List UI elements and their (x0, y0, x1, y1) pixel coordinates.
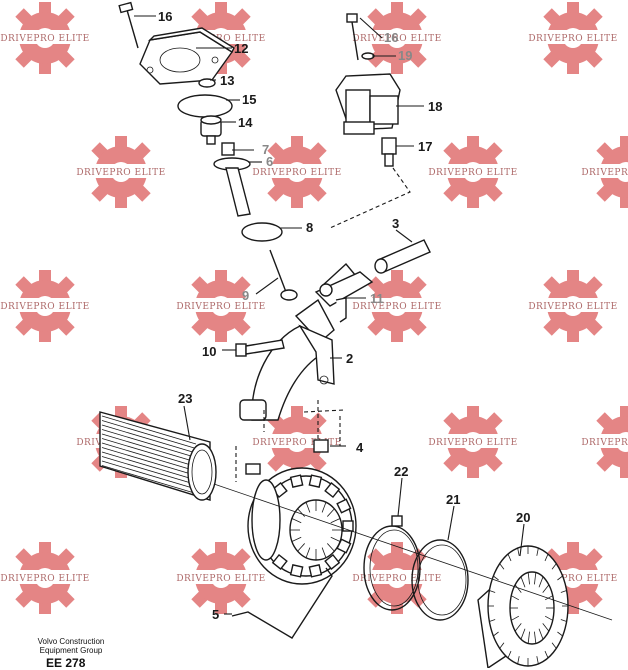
splined-shaft-23 (99, 411, 217, 501)
watermark-gear-icon: DRIVEPRO ELITE (0, 542, 89, 614)
watermark-text: DRIVEPRO ELITE (0, 574, 89, 584)
watermark-gear-icon: DRIVEPRO ELITE (581, 406, 628, 478)
callout-10: 10 (202, 344, 216, 359)
watermark-text: DRIVEPRO ELITE (0, 302, 89, 312)
callout-5: 5 (212, 607, 219, 622)
shift-fork-2 (239, 298, 335, 421)
watermark-text: DRIVEPRO ELITE (352, 302, 441, 312)
watermark-gear-icon: DRIVEPRO ELITE (252, 136, 341, 208)
watermark-gear-icon: DRIVEPRO ELITE (528, 542, 617, 614)
watermark-gear-icon: DRIVEPRO ELITE (352, 270, 441, 342)
watermark-text: DRIVEPRO ELITE (581, 168, 628, 178)
watermark-gear-icon: DRIVEPRO ELITE (252, 406, 341, 478)
callout-4: 4 (356, 440, 364, 455)
watermark-gear-icon: DRIVEPRO ELITE (176, 542, 265, 614)
callout-13: 13 (220, 73, 234, 88)
watermark-text: DRIVEPRO ELITE (76, 168, 165, 178)
watermark-text: DRIVEPRO ELITE (176, 574, 265, 584)
callout-21: 21 (446, 492, 460, 507)
watermark-text: DRIVEPRO ELITE (581, 438, 628, 448)
callout-19: 19 (398, 48, 412, 63)
spring-clip-11 (335, 297, 347, 323)
callout-11: 11 (370, 291, 384, 306)
callout-2: 2 (346, 351, 353, 366)
bolt-16-left (118, 1, 139, 49)
watermark-text: DRIVEPRO ELITE (528, 574, 617, 584)
watermark-text: DRIVEPRO ELITE (352, 34, 441, 44)
watermark-text: DRIVEPRO ELITE (352, 574, 441, 584)
callout-7: 7 (262, 142, 269, 157)
callout-17: 17 (418, 139, 432, 154)
shaft-6 (213, 157, 251, 217)
callout-20: 20 (516, 510, 530, 525)
gear-20 (477, 545, 569, 668)
sliding-sleeve (247, 467, 357, 585)
assembly-axis (213, 483, 613, 621)
watermark-gear-icon: DRIVEPRO ELITE (581, 136, 628, 208)
watermark-gear-icon: DRIVEPRO ELITE (528, 2, 617, 74)
wire-5 (231, 567, 333, 639)
plug-14 (200, 115, 222, 145)
watermark-text: DRIVEPRO ELITE (528, 34, 617, 44)
watermark-gear-icon: DRIVEPRO ELITE (76, 136, 165, 208)
watermark-text: DRIVEPRO ELITE (528, 302, 617, 312)
watermark-gear-icon: DRIVEPRO ELITE (0, 2, 89, 74)
callout-18: 18 (428, 99, 442, 114)
dashed-link-fork (263, 400, 345, 440)
bracket-12 (139, 27, 235, 85)
bracket-18 (335, 73, 401, 135)
o-ring-13 (198, 78, 216, 88)
credit-line-1: Volvo Construction (37, 637, 105, 646)
watermark-text: DRIVEPRO ELITE (0, 34, 89, 44)
circlip-22 (363, 515, 421, 611)
watermark-gear-icon: DRIVEPRO ELITE (428, 136, 517, 208)
callout-16-right: 16 (384, 30, 398, 45)
pin-7 (221, 142, 235, 156)
callout-16-left: 16 (158, 9, 172, 24)
watermark-gear-icon: DRIVEPRO ELITE (428, 406, 517, 478)
callout-14: 14 (238, 115, 253, 130)
shift-pad-4 (235, 416, 341, 482)
callout-3: 3 (392, 216, 399, 231)
callout-labels: 16 12 13 15 14 7 6 8 9 16 19 18 17 3 11 … (158, 9, 530, 622)
callout-6: 6 (266, 154, 273, 169)
watermark-text: DRIVEPRO ELITE (428, 168, 517, 178)
watermark-text: DRIVEPRO ELITE (428, 438, 517, 448)
callout-9: 9 (242, 288, 249, 303)
diagram-code: EE 278 (46, 656, 86, 670)
watermark-text: DRIVEPRO ELITE (252, 168, 341, 178)
watermark-text: DRIVEPRO ELITE (252, 438, 341, 448)
watermark-text: DRIVEPRO ELITE (176, 302, 265, 312)
washer-8 (241, 222, 283, 242)
ring-21 (411, 539, 469, 621)
callout-15: 15 (242, 92, 256, 107)
watermark-gear-icon: DRIVEPRO ELITE (0, 270, 89, 342)
sensor-17 (329, 137, 411, 229)
watermark-gear-icon: DRIVEPRO ELITE (176, 270, 265, 342)
bolt-16-right (346, 13, 359, 61)
callout-22: 22 (394, 464, 408, 479)
publisher-credit: Volvo Construction Equipment Group (34, 637, 108, 655)
watermark-layer: DRIVEPRO ELITE DRIVEPRO ELITE DRIVEPRO ELI… (0, 2, 628, 614)
leader-lines (134, 15, 525, 615)
credit-line-2: Equipment Group (39, 646, 103, 655)
rod-9 (269, 249, 298, 301)
watermark-gear-icon: DRIVEPRO ELITE (528, 270, 617, 342)
o-ring-15 (177, 94, 233, 118)
callout-23: 23 (178, 391, 192, 406)
callout-8: 8 (306, 220, 313, 235)
callout-12: 12 (234, 41, 248, 56)
pin-3 (374, 239, 431, 274)
lever-arm (314, 262, 374, 307)
